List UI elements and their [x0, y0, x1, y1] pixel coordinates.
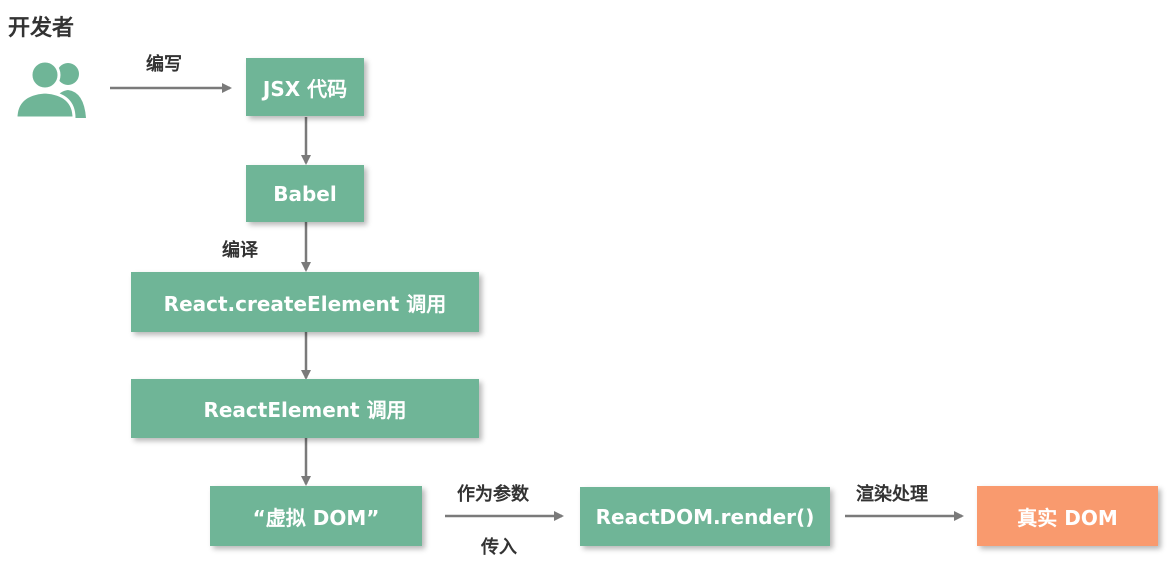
- node-jsx-code: JSX 代码: [246, 58, 364, 116]
- node-reactdom-render: ReactDOM.render(): [580, 487, 830, 546]
- node-react-element: ReactElement 调用: [131, 379, 479, 438]
- node-virtual-dom: “虚拟 DOM”: [210, 486, 422, 546]
- label-render-process: 渲染处理: [856, 484, 928, 505]
- label-write: 编写: [146, 54, 182, 75]
- node-react-createelement: React.createElement 调用: [131, 272, 479, 332]
- users-icon: [14, 59, 86, 120]
- diagram-title: 开发者: [8, 16, 75, 41]
- label-pass-in: 传入: [481, 537, 517, 558]
- label-as-param: 作为参数: [457, 484, 529, 505]
- node-real-dom: 真实 DOM: [977, 486, 1158, 546]
- node-babel: Babel: [246, 165, 364, 222]
- label-compile: 编译: [222, 240, 258, 261]
